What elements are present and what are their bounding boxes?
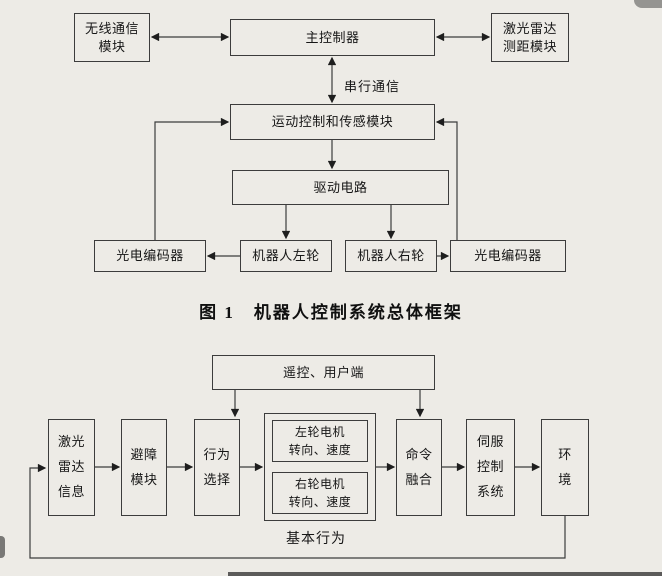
box-command-fusion: 命令 融合 (396, 419, 442, 516)
box-photoelectric-encoder-left: 光电编码器 (94, 240, 206, 272)
box-behavior-selection: 行为 选择 (194, 419, 240, 516)
box-servo-control-system: 伺服 控制 系统 (466, 419, 515, 516)
box-left-motor-direction-speed: 左轮电机 转向、速度 (272, 420, 368, 462)
scan-artifact-left-mark (0, 536, 5, 558)
box-drive-circuit: 驱动电路 (232, 170, 449, 205)
figure1-caption: 图 1 机器人控制系统总体框架 (199, 303, 463, 322)
box-remote-user-terminal: 遥控、用户端 (212, 355, 435, 390)
box-photoelectric-encoder-right: 光电编码器 (450, 240, 566, 272)
box-wireless-module: 无线通信 模块 (74, 13, 150, 62)
box-main-controller: 主控制器 (230, 19, 435, 56)
serial-communication-label: 串行通信 (344, 79, 401, 94)
box-motion-control-sensing: 运动控制和传感模块 (230, 104, 435, 140)
box-environment: 环 境 (541, 419, 589, 516)
basic-behavior-label: 基本行为 (286, 530, 346, 546)
box-right-motor-direction-speed: 右轮电机 转向、速度 (272, 472, 368, 514)
scan-artifact-bottom-edge (228, 572, 662, 576)
feedback-left-encoder-to-motion (154, 117, 230, 240)
box-obstacle-avoidance: 避障 模块 (121, 419, 167, 516)
box-robot-right-wheel: 机器人右轮 (345, 240, 437, 272)
box-lidar-information: 激光 雷达 信息 (48, 419, 95, 516)
box-robot-left-wheel: 机器人左轮 (240, 240, 332, 272)
box-lidar-ranging-module: 激光雷达 测距模块 (491, 13, 569, 62)
scan-artifact-corner-smudge (634, 0, 662, 8)
box-motor-commands-group (264, 413, 376, 521)
